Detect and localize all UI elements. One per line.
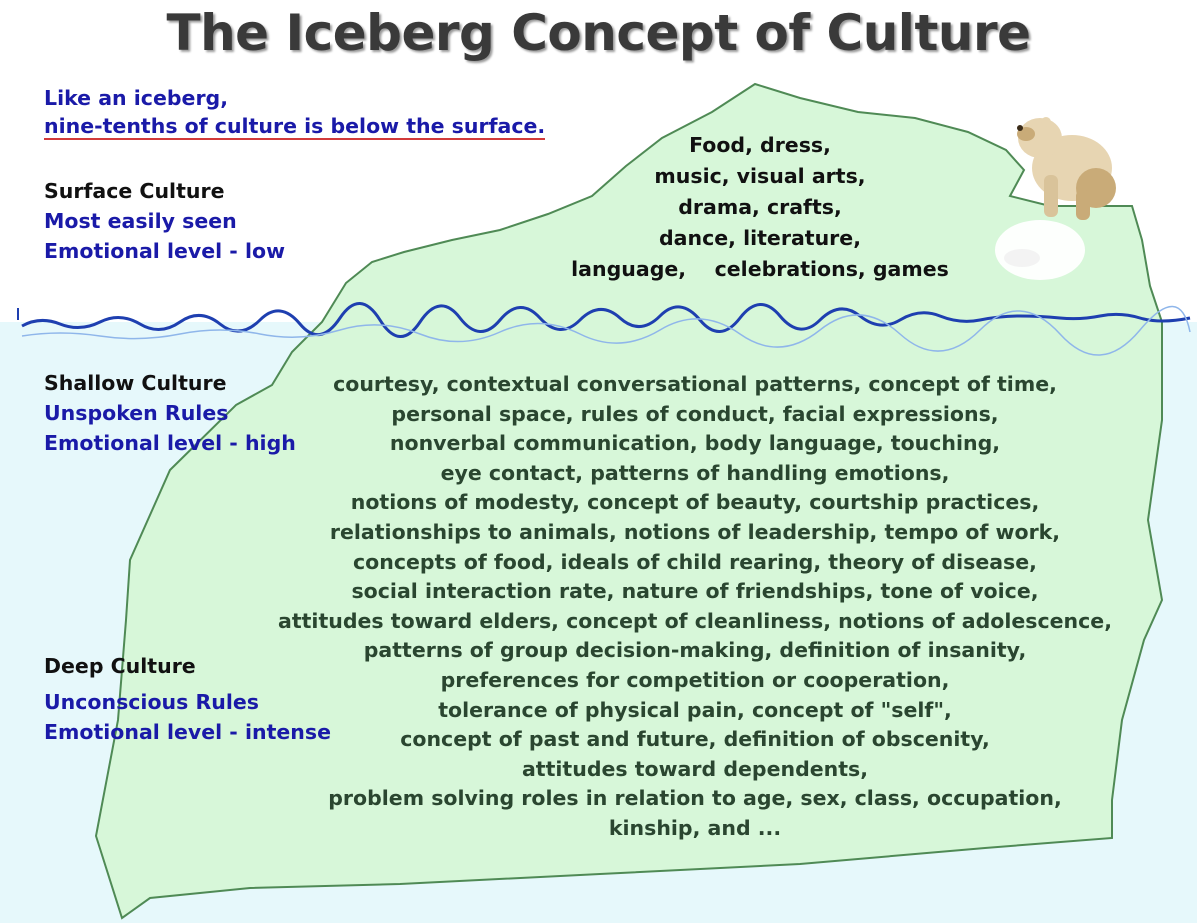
surface-culture-label: Surface Culture Most easily seen Emotion… [44,176,285,266]
deep-item-line: attitudes toward elders, concept of clea… [210,607,1180,637]
deep-item-line: patterns of group decision-making, defin… [210,636,1180,666]
deep-item-line: notions of modesty, concept of beauty, c… [210,488,1180,518]
deep-item-line: relationships to animals, notions of lea… [210,518,1180,548]
surface-item-line: Food, dress, [540,130,980,161]
intro-caption: Like an iceberg, nine-tenths of culture … [44,84,545,140]
surface-culture-items: Food, dress, music, visual arts, drama, … [540,130,980,285]
deep-item-line: social interaction rate, nature of frien… [210,577,1180,607]
deep-item-line: attitudes toward dependents, [210,755,1180,785]
deep-item-line: concepts of food, ideals of child rearin… [210,548,1180,578]
surface-item-line: drama, crafts, [540,192,980,223]
intro-line-1: Like an iceberg, [44,84,545,112]
surface-item-line: music, visual arts, [540,161,980,192]
deep-item-line: preferences for competition or cooperati… [210,666,1180,696]
intro-line-2: nine-tenths of culture is below the surf… [44,114,545,140]
deep-item-line: problem solving roles in relation to age… [210,784,1180,814]
surface-culture-line-2: Emotional level - low [44,236,285,266]
diagram-title: The Iceberg Concept of Culture [0,4,1197,62]
deep-item-line: personal space, rules of conduct, facial… [210,400,1180,430]
surface-culture-heading: Surface Culture [44,176,285,206]
deep-item-line: nonverbal communication, body language, … [210,429,1180,459]
deep-item-line: eye contact, patterns of handling emotio… [210,459,1180,489]
surface-item-line: language, celebrations, games [540,254,980,285]
deep-item-line: courtesy, contextual conversational patt… [210,370,1180,400]
deep-culture-items: courtesy, contextual conversational patt… [210,370,1180,844]
deep-item-line: tolerance of physical pain, concept of "… [210,696,1180,726]
surface-item-line: dance, literature, [540,223,980,254]
surface-culture-line-1: Most easily seen [44,206,285,236]
deep-item-line: kinship, and ... [210,814,1180,844]
deep-item-line: concept of past and future, definition o… [210,725,1180,755]
